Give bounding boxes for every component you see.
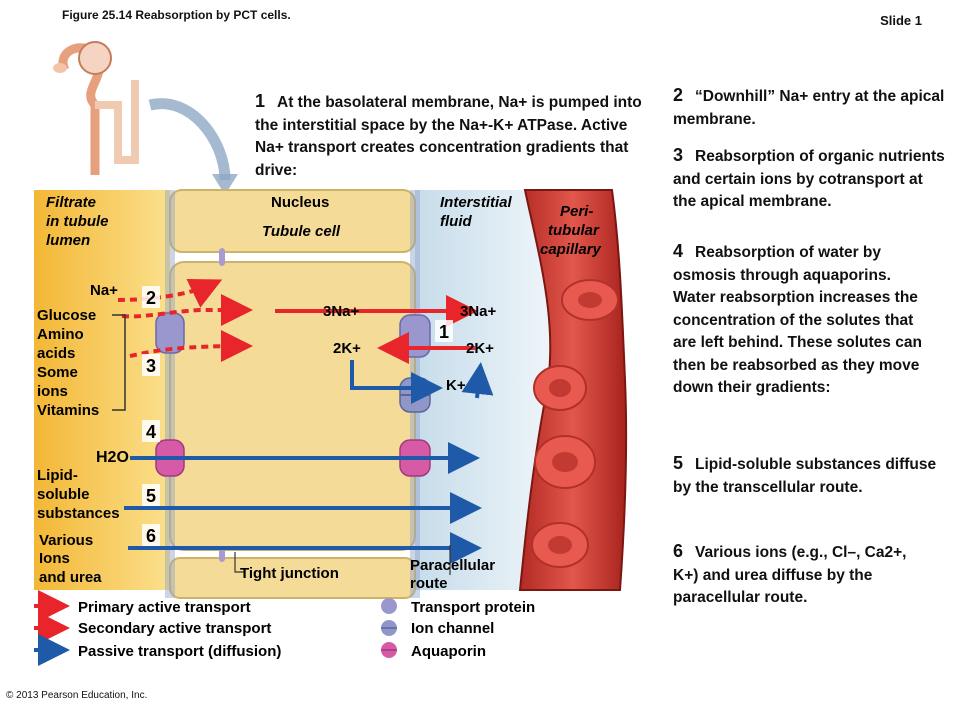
svg-text:Amino: Amino <box>37 326 84 343</box>
step-2-number: 2 <box>673 85 684 105</box>
filtrate-label-3: lumen <box>46 232 90 249</box>
filtrate-label-2: in tubule <box>46 213 109 230</box>
nephron-illustration <box>53 41 139 175</box>
svg-text:ions: ions <box>37 383 68 400</box>
legend-secondary: Secondary active transport <box>78 620 271 637</box>
nucleus-label: Nucleus <box>271 194 329 211</box>
step-5-desc: Lipid-soluble substances diffuse by the … <box>673 456 937 496</box>
glucose-group: Glucose Amino acids Some ions Vitamins <box>37 307 99 419</box>
step-1-number: 1 <box>255 91 266 111</box>
paracellular-label-1: Paracellular <box>410 557 495 574</box>
svg-text:Vitamins: Vitamins <box>37 402 99 419</box>
two-k-cell: 2K+ <box>333 340 361 357</box>
marker-6: 6 <box>146 526 156 546</box>
step-3-number: 3 <box>673 145 684 165</box>
two-k-out: 2K+ <box>466 340 494 357</box>
svg-text:Various: Various <box>39 532 93 549</box>
na-label: Na+ <box>90 282 118 299</box>
capillary-label-3: capillary <box>540 241 602 258</box>
step-5-number: 5 <box>673 453 684 473</box>
step-6-desc: Various ions (e.g., Cl–, Ca2+, K+) and u… <box>673 544 907 606</box>
svg-text:and urea: and urea <box>39 569 102 586</box>
legend-primary: Primary active transport <box>78 599 251 616</box>
tubule-cell-label: Tubule cell <box>262 223 341 240</box>
legend-channel: Ion channel <box>411 620 494 637</box>
svg-text:soluble: soluble <box>37 486 90 503</box>
step-6-number: 6 <box>673 541 684 561</box>
legend-aquaporin: Aquaporin <box>411 643 486 660</box>
step-1-desc: At the basolateral membrane, Na+ is pump… <box>255 94 642 179</box>
marker-4: 4 <box>146 422 156 442</box>
capillary-label-2: tubular <box>548 222 600 239</box>
filtrate-label-1: Filtrate <box>46 194 96 211</box>
step-3-desc: Reabsorption of organic nutrients and ce… <box>673 148 945 210</box>
step-2-desc: “Downhill” Na+ entry at the apical membr… <box>673 88 945 128</box>
interstitial-label-2: fluid <box>440 213 472 230</box>
legend-protein: Transport protein <box>411 599 535 616</box>
step-4-desc: Reabsorption of water by osmosis through… <box>673 244 922 396</box>
svg-text:Ions: Ions <box>39 550 70 567</box>
figure-title: Figure 25.14 Reabsorption by PCT cells. <box>62 8 291 22</box>
marker-5: 5 <box>146 486 156 506</box>
slide-number: Slide 1 <box>880 13 922 28</box>
na-k-atpase <box>399 314 431 358</box>
three-na-out: 3Na+ <box>460 303 497 320</box>
lipid-group: Lipid- soluble substances <box>37 467 120 522</box>
legend-protein-icon <box>381 598 397 614</box>
copyright: © 2013 Pearson Education, Inc. <box>6 690 148 701</box>
step-2-text: 2“Downhill” Na+ entry at the apical memb… <box>673 84 945 131</box>
marker-2: 2 <box>146 288 156 308</box>
legend-passive: Passive transport (diffusion) <box>78 643 281 660</box>
red-blood-cells <box>531 279 619 568</box>
svg-text:Lipid-: Lipid- <box>37 467 78 484</box>
marker-1: 1 <box>439 322 449 342</box>
svg-text:Glucose: Glucose <box>37 307 96 324</box>
step-markers: 2 3 4 5 6 1 <box>142 286 453 546</box>
interstitial-label-1: Interstitial <box>440 194 513 211</box>
tight-junction-label: Tight junction <box>240 565 339 582</box>
svg-text:substances: substances <box>37 505 120 522</box>
k-channel-label: K+ <box>446 377 466 394</box>
marker-3: 3 <box>146 356 156 376</box>
svg-text:Some: Some <box>37 364 78 381</box>
legend: Primary active transport Secondary activ… <box>34 590 535 666</box>
water-label: H2O <box>96 449 129 466</box>
three-na-cell: 3Na+ <box>323 303 360 320</box>
capillary-label-1: Peri- <box>560 203 593 220</box>
various-group: Various Ions and urea <box>39 532 102 586</box>
step-4-number: 4 <box>673 241 684 261</box>
svg-text:acids: acids <box>37 345 75 362</box>
paracellular-label-2: route <box>410 575 448 592</box>
